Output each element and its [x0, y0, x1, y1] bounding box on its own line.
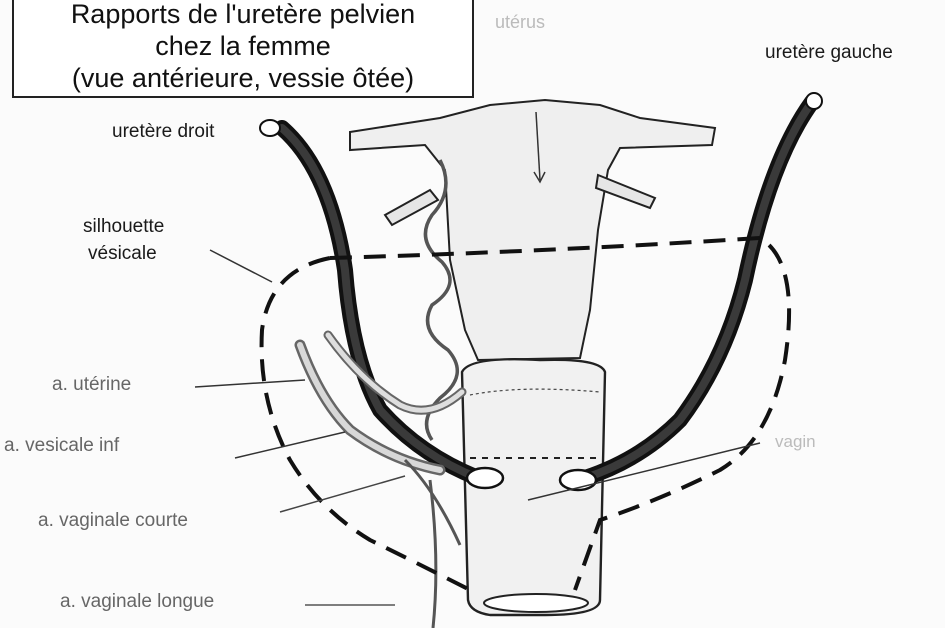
label-inferior-vesical-artery: a. vesicale inf	[4, 434, 119, 458]
right-tube-stub	[596, 175, 655, 208]
label-ureter-left: uretère gauche	[765, 41, 893, 65]
label-ureter-right: uretère droit	[112, 120, 214, 144]
label-silhouette: silhouette	[83, 215, 164, 239]
label-long-vaginal-artery: a. vaginale longue	[60, 590, 214, 614]
title-box: Rapports de l'uretère pelvien chez la fe…	[12, 0, 474, 98]
label-uterine-artery: a. utérine	[52, 373, 131, 397]
label-vagina: vagin	[775, 430, 816, 454]
label-short-vaginal-artery: a. vaginale courte	[38, 509, 188, 533]
right-ureter-orifice	[467, 468, 503, 488]
vaginal-arteries	[405, 460, 460, 628]
vagina-opening	[484, 594, 588, 612]
title-line-3: (vue antérieure, vessie ôtée)	[14, 62, 472, 94]
title-line-1: Rapports de l'uretère pelvien	[14, 0, 472, 30]
uterus-shape	[350, 100, 715, 360]
label-uterus: utérus	[495, 10, 545, 34]
title-line-2: chez la femme	[14, 30, 472, 62]
label-vesicale: vésicale	[88, 242, 157, 266]
